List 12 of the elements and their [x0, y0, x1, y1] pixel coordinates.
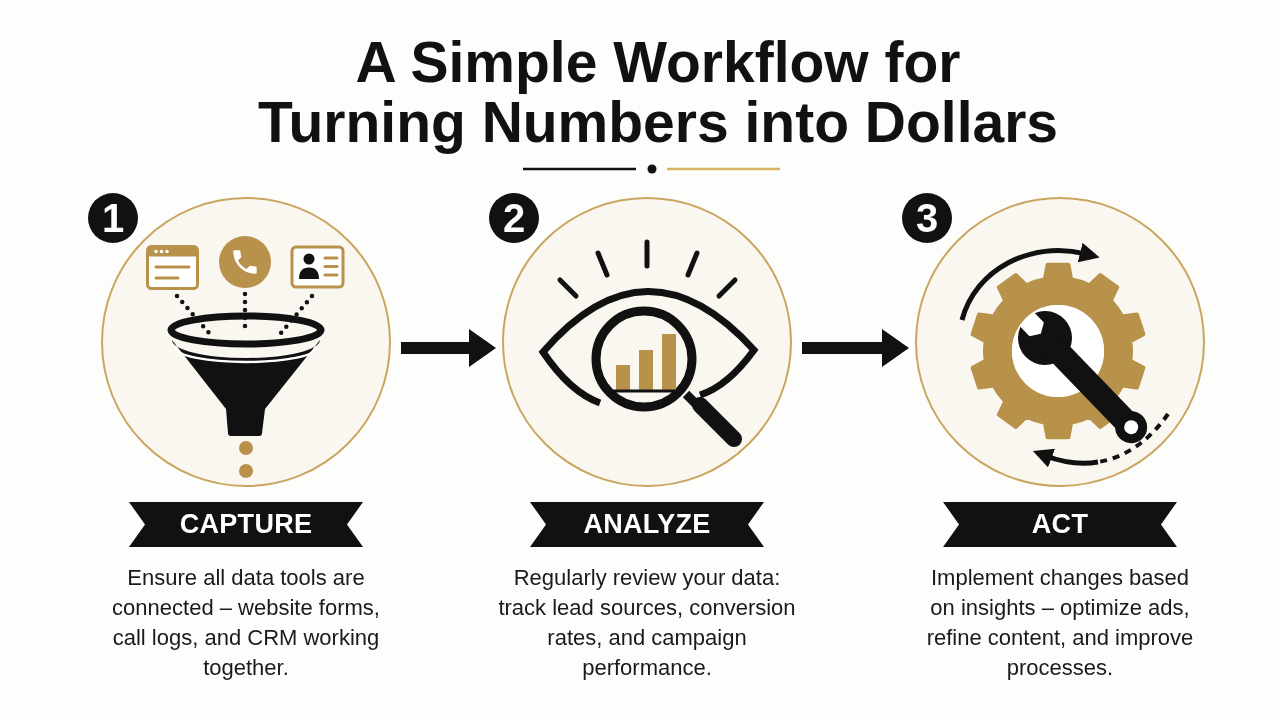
number-badge: 3 [902, 193, 952, 243]
step-description: Implement changes based on insights – optimize ads, refine content, and improve processes. [925, 564, 1195, 682]
number-badge: 2 [489, 193, 539, 243]
step-description: Ensure all data tools are connected – website forms, call logs, and CRM working together. [111, 564, 381, 682]
number-badge: 1 [88, 193, 138, 243]
arrow [401, 329, 496, 367]
title: A Simple Workflow for Turning Numbers into Dollars [256, 32, 1060, 152]
arrow [802, 329, 909, 367]
step-description: Regularly review your data: track lead sources, conversion rates, and campaign performance. [497, 564, 797, 682]
ribbon-banner: ACT [943, 502, 1177, 547]
ribbon-banner: CAPTURE [129, 502, 363, 547]
ribbon-banner: ANALYZE [530, 502, 764, 547]
